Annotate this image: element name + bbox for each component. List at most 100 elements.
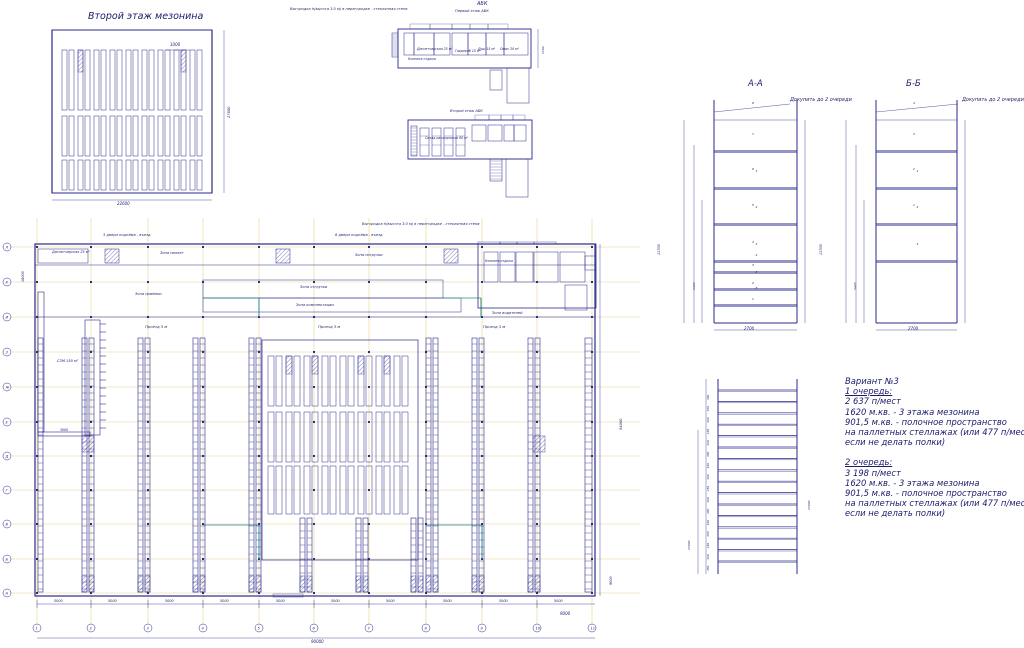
mezz-rack [275, 355, 283, 407]
dim-aa-width: 2700 [744, 326, 755, 331]
shelf-number: 1 [913, 203, 915, 207]
dim-plan-bay: 9000 [560, 611, 571, 616]
rack-hatch [417, 575, 424, 593]
aisle-mid: Проезд 3 м [318, 324, 340, 329]
mezz2-rack [148, 159, 155, 191]
mezz-rack [393, 411, 401, 463]
axis-bubble [309, 623, 319, 633]
mezz2-rack [180, 115, 187, 157]
abk1-corridor [489, 69, 503, 91]
dim-plan-total: 90000 [311, 639, 324, 644]
column-dot [36, 455, 38, 457]
column-dot [202, 489, 204, 491]
column-dot [258, 246, 260, 248]
dim-text: 450 [706, 543, 710, 549]
abk1-dim [451, 23, 471, 30]
dim-text: 11700 [657, 244, 661, 255]
mezz2-rack [164, 49, 171, 111]
mezz-rack [357, 465, 365, 515]
column-dot [481, 421, 483, 423]
axis-number: 1 [36, 627, 38, 631]
axis-bubble [477, 623, 487, 633]
abk-title: АБК [476, 1, 488, 7]
abk2-rack [419, 127, 430, 157]
abk1-room [413, 32, 435, 56]
dim-text: 450 [706, 474, 710, 480]
dim-text: 450 [706, 554, 710, 560]
abk1-dim [409, 23, 431, 30]
abk2-room [471, 124, 487, 142]
column-dot [313, 455, 315, 457]
mezz-rack [347, 465, 355, 515]
zone-box [202, 297, 462, 313]
mezz2-rack [141, 49, 148, 111]
column-dot [368, 351, 370, 353]
mezzanine-title: Второй этаж мезонина [88, 11, 204, 22]
column-dot [481, 316, 483, 318]
mezz-rack [293, 355, 301, 407]
mezz2-rack [61, 159, 68, 191]
dim-text: 5000 [554, 599, 563, 603]
gate-right-label: 6 двери подъёма - въезд [335, 233, 383, 237]
column-dot [147, 489, 149, 491]
column-dot [313, 523, 315, 525]
column-dot [368, 489, 370, 491]
shelf-number: 2 [752, 281, 754, 285]
abk1-dim [487, 23, 509, 30]
column-dot [591, 281, 593, 283]
column-dot [90, 523, 92, 525]
dim-text: 3000 [60, 428, 68, 432]
room-shower: Душ 15 м² [477, 47, 496, 51]
dim-text: 450 [706, 486, 710, 492]
axis-number: 6 [313, 627, 316, 631]
mezz2-rack [77, 115, 84, 157]
hatched-block [443, 248, 459, 264]
mezzanine-outline [261, 339, 419, 561]
mezz-rack [293, 465, 301, 515]
dim-text: 450 [706, 508, 710, 514]
axis-bubble [32, 623, 42, 633]
mezz-rack [267, 355, 275, 407]
dim-text: 450 [706, 520, 710, 526]
mezz-rack [303, 411, 311, 463]
column-dot [591, 592, 593, 594]
column-dot [147, 386, 149, 388]
mezz2-rack [132, 159, 139, 191]
axis-bubble [254, 623, 264, 633]
section-bb-title: Б-Б [906, 79, 921, 89]
axis-letter: Ж [5, 386, 10, 390]
hatched-block [104, 248, 120, 264]
column-dot [90, 351, 92, 353]
axis-letter: Б [6, 558, 9, 562]
mezz-hatch [383, 355, 391, 375]
section-aa-level-num: 5 [756, 270, 758, 274]
column-dot [90, 386, 92, 388]
section-aa-note: Докупить до 2 очереди [789, 97, 853, 103]
room-dispatch-plan: Диспетчерская 25 м² [51, 250, 90, 254]
abk1-dim [429, 23, 453, 30]
abk2-dim [500, 114, 514, 121]
dim-text: 5425 [692, 282, 696, 290]
axis-number: 3 [147, 627, 150, 631]
axis-bubble [2, 519, 12, 529]
column-dot [481, 281, 483, 283]
abk2-room [513, 124, 527, 142]
abk-plan-room [515, 251, 534, 283]
column-dot [536, 523, 538, 525]
mezz2-rack [93, 159, 100, 191]
column-dot [536, 421, 538, 423]
axis-bubble [2, 382, 12, 392]
column-dot [90, 281, 92, 283]
zone-loading: Зона погрузки [355, 253, 383, 257]
mezz2-rack [148, 115, 155, 157]
mezz2-rack [100, 49, 107, 111]
dim-text: 5000 [443, 599, 452, 603]
mezz-rack [347, 411, 355, 463]
column-dot [36, 592, 38, 594]
column-dot [258, 523, 260, 525]
mezz2-rack [173, 49, 180, 111]
column-dot [481, 523, 483, 525]
dim-text: 5425 [853, 282, 857, 290]
axis-bubble [532, 623, 542, 633]
